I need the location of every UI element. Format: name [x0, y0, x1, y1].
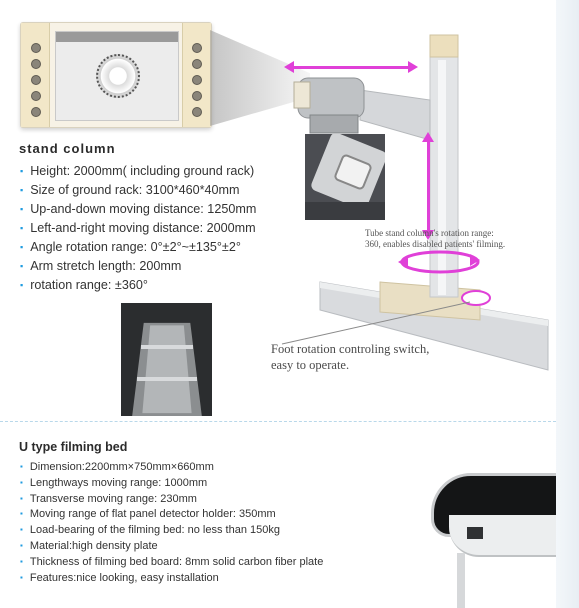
panel-button-icon [31, 59, 41, 69]
right-decorative-stripe [556, 0, 579, 608]
panel-button-icon [31, 75, 41, 85]
list-item: Lengthways moving range: 1000mm [20, 476, 323, 492]
rail-photo [121, 303, 212, 416]
list-item: Up-and-down moving distance: 1250mm [20, 200, 256, 219]
panel-left-strip [21, 23, 50, 127]
panel-button-icon [192, 91, 202, 101]
section-divider [0, 421, 556, 422]
bed-corner-photo [427, 471, 556, 608]
stand-spec-list: Height: 2000mm( including ground rack) S… [20, 162, 256, 295]
stand-column-illustration [281, 34, 549, 371]
list-item: Features:nice looking, easy installation [20, 571, 323, 587]
panel-screen [55, 31, 179, 121]
rotation-note-line: Tube stand column's rotation range: [365, 228, 494, 238]
arrow-up-icon [422, 132, 434, 142]
filming-bed-title: U type filming bed [19, 440, 128, 454]
panel-button-icon [31, 43, 41, 53]
list-item: Moving range of flat panel detector hold… [20, 507, 323, 523]
panel-right-strip [182, 23, 211, 127]
list-item: rotation range: ±360° [20, 276, 256, 295]
panel-button-icon [192, 43, 202, 53]
horizontal-move-arrow [292, 66, 408, 69]
arrow-right-icon [408, 61, 418, 73]
bed-spec-list: Dimension:2200mm×750mm×660mm Lengthways … [20, 460, 323, 586]
stand-column-title: stand column [19, 141, 116, 156]
list-item: Thickness of filming bed board: 8mm soli… [20, 555, 323, 571]
arrow-left-icon [284, 61, 294, 73]
screen-header-bar [56, 32, 178, 42]
list-item: Arm stretch length: 200mm [20, 257, 256, 276]
arrow-down-icon [422, 230, 434, 240]
list-item: Dimension:2200mm×750mm×660mm [20, 460, 323, 476]
list-item: Transverse moving range: 230mm [20, 492, 323, 508]
control-panel-image [20, 22, 212, 128]
foot-note-line: easy to operate. [271, 358, 350, 372]
foot-switch-note: Foot rotation controling switch, easy to… [271, 341, 501, 373]
list-item: Load-bearing of the filming bed: no less… [20, 523, 323, 539]
panel-button-icon [192, 59, 202, 69]
panel-button-icon [192, 107, 202, 117]
panel-button-icon [31, 91, 41, 101]
vertical-move-arrow [427, 140, 430, 232]
list-item: Height: 2000mm( including ground rack) [20, 162, 256, 181]
list-item: Left-and-right moving distance: 2000mm [20, 219, 256, 238]
foot-note-line: Foot rotation controling switch, [271, 342, 430, 356]
list-item: Material:high density plate [20, 539, 323, 555]
rotation-note: Tube stand column's rotation range: 360,… [365, 228, 555, 250]
tube-head-photo [305, 134, 385, 220]
panel-button-icon [192, 75, 202, 85]
list-item: Angle rotation range: 0°±2°~±135°±2° [20, 238, 256, 257]
rotation-dial-icon [96, 54, 140, 98]
rotation-note-line: 360, enables disabled patients' filming. [365, 239, 506, 249]
list-item: Size of ground rack: 3100*460*40mm [20, 181, 256, 200]
panel-button-icon [31, 107, 41, 117]
